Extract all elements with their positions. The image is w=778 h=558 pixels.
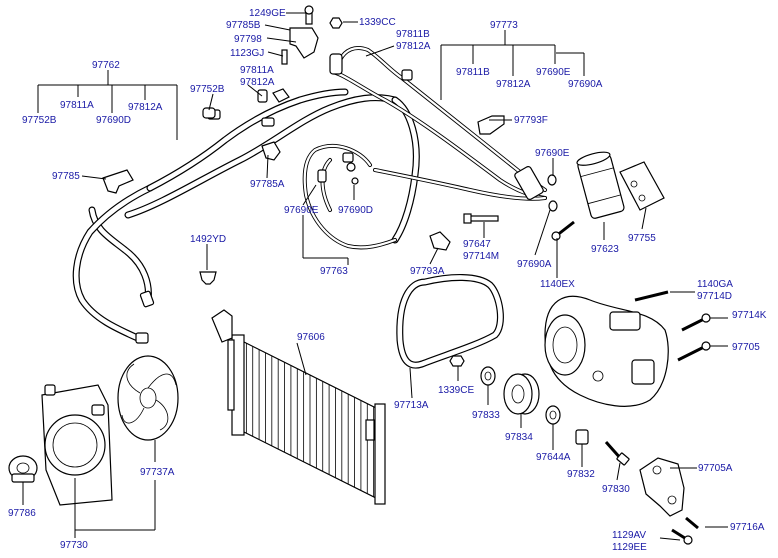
label-97690D-left[interactable]: 97690D [96, 115, 131, 126]
label-97793A[interactable]: 97793A [410, 266, 445, 277]
label-97811A-left[interactable]: 97811A [60, 100, 94, 111]
label-97773[interactable]: 97773 [490, 20, 518, 31]
label-97714D[interactable]: 97714D [697, 291, 732, 302]
label-97714M[interactable]: 97714M [463, 251, 499, 262]
leader-lines [22, 12, 728, 541]
label-97834[interactable]: 97834 [505, 432, 533, 443]
label-97811B-right[interactable]: 97811B [456, 67, 490, 78]
label-1140EX[interactable]: 1140EX [540, 279, 575, 290]
clamp-97785A [261, 141, 281, 161]
coil-97832 [575, 429, 589, 445]
hose-assembly-97762 [72, 88, 420, 344]
label-97713A[interactable]: 97713A [394, 400, 429, 411]
label-97690E-mid[interactable]: 97690E [284, 205, 319, 216]
hub-97833 [480, 366, 496, 386]
pulley-97834 [503, 373, 540, 415]
label-97812A-mid[interactable]: 97812A [240, 77, 275, 88]
label-97690A-right[interactable]: 97690A [568, 79, 603, 90]
clamp-97793A [429, 231, 451, 251]
bolt-1140EX [551, 220, 575, 241]
label-97811A-mid[interactable]: 97811A [240, 65, 274, 76]
fan-97737A [117, 355, 179, 441]
washer-97644A [545, 405, 561, 425]
nut-1339CC [329, 17, 343, 29]
label-97690E-comp[interactable]: 97690E [535, 148, 570, 159]
label-97811B-top[interactable]: 97811B [396, 29, 430, 40]
label-97737A[interactable]: 97737A [140, 467, 175, 478]
label-97832[interactable]: 97832 [567, 469, 595, 480]
label-1339CC[interactable]: 1339CC [359, 17, 396, 28]
label-97705A[interactable]: 97705A [698, 463, 733, 474]
label-1123GJ[interactable]: 1123GJ [230, 48, 264, 59]
label-1249GE[interactable]: 1249GE [249, 8, 286, 19]
grommet-1492YD [199, 271, 217, 285]
label-97755[interactable]: 97755 [628, 233, 656, 244]
label-97763[interactable]: 97763 [320, 266, 348, 277]
bracket-97785 [102, 169, 134, 194]
bracket-97793F [477, 115, 505, 135]
label-97798[interactable]: 97798 [234, 34, 262, 45]
label-97716A[interactable]: 97716A [730, 522, 765, 533]
fan-shroud-97730 [41, 384, 113, 506]
label-1339CE[interactable]: 1339CE [438, 385, 474, 396]
sensor-97830 [604, 441, 630, 466]
receiver-drier-97623 [576, 151, 625, 219]
part-labels: 1249GE 97785B 97798 1123GJ 1339CC 97811B… [8, 8, 767, 553]
label-97812A-left[interactable]: 97812A [128, 102, 163, 113]
label-97812A-top[interactable]: 97812A [396, 41, 431, 52]
hose-assembly-97773 [329, 46, 558, 212]
bracket-97785B [281, 5, 319, 65]
label-1129AV[interactable]: 1129AV [612, 530, 646, 541]
bracket-97755 [619, 161, 665, 211]
label-97786[interactable]: 97786 [8, 508, 36, 519]
label-97785B[interactable]: 97785B [226, 20, 261, 31]
label-97793F[interactable]: 97793F [514, 115, 548, 126]
label-97705[interactable]: 97705 [732, 342, 760, 353]
label-97830[interactable]: 97830 [602, 484, 630, 495]
compressor-bracket-97705A [639, 457, 699, 545]
label-1129EE[interactable]: 1129EE [612, 542, 647, 553]
bolt-97647 [463, 213, 499, 224]
label-97690E-right[interactable]: 97690E [536, 67, 571, 78]
condenser-97606 [211, 309, 386, 505]
label-1140GA[interactable]: 1140GA [697, 279, 733, 290]
label-97714K[interactable]: 97714K [732, 310, 767, 321]
hose-assembly-97763 [302, 144, 397, 250]
label-97647[interactable]: 97647 [463, 239, 491, 250]
label-1492YD[interactable]: 1492YD [190, 234, 226, 245]
label-97690D-mid[interactable]: 97690D [338, 205, 373, 216]
label-97752B-left[interactable]: 97752B [22, 115, 57, 126]
label-97623[interactable]: 97623 [591, 244, 619, 255]
label-97785A[interactable]: 97785A [250, 179, 285, 190]
label-97833[interactable]: 97833 [472, 410, 500, 421]
label-97762[interactable]: 97762 [92, 60, 120, 71]
nut-1339CE [449, 355, 465, 367]
label-97644A[interactable]: 97644A [536, 452, 571, 463]
label-97785[interactable]: 97785 [52, 171, 80, 182]
motor-97786 [8, 455, 38, 483]
label-97752B-mid[interactable]: 97752B [190, 84, 225, 95]
label-97812A-right[interactable]: 97812A [496, 79, 531, 90]
compressor-97705 [544, 290, 711, 407]
label-97606[interactable]: 97606 [297, 332, 325, 343]
belt-97713A [396, 273, 504, 369]
label-97690A-mid[interactable]: 97690A [517, 259, 552, 270]
label-97730[interactable]: 97730 [60, 540, 88, 551]
